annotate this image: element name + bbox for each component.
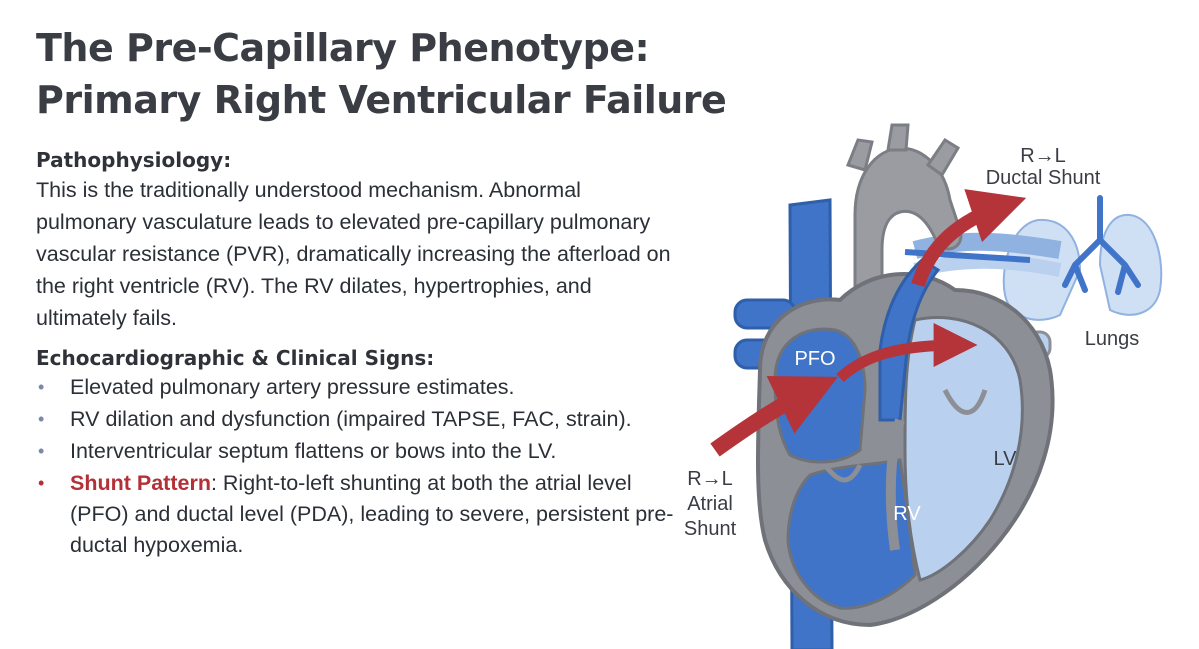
- lungs-label: Lungs: [1085, 328, 1140, 350]
- bullet-icon: •: [38, 409, 45, 429]
- page-title: The Pre-Capillary Phenotype: Primary Rig…: [36, 22, 756, 126]
- sign-item-1: • Elevated pulmonary artery pressure esti…: [36, 372, 676, 403]
- title-line-2: Primary Right Ventricular Failure: [36, 78, 727, 122]
- rv-label: RV: [893, 503, 921, 525]
- pathophysiology-text: This is the traditionally understood mec…: [36, 178, 671, 330]
- atrial-shunt-label-2: Atrial: [687, 493, 733, 515]
- atrial-shunt-label-3: Shunt: [684, 518, 737, 540]
- sign-text: Interventricular septum flattens or bows…: [70, 439, 557, 463]
- signs-list: • Elevated pulmonary artery pressure esti…: [36, 372, 676, 561]
- text-column: Pathophysiology: This is the traditional…: [36, 146, 676, 562]
- ductal-shunt-arrow: [911, 189, 1027, 288]
- lungs-shape: [1002, 195, 1163, 321]
- bullet-icon: •: [38, 377, 45, 397]
- atrial-shunt-arrow: [710, 375, 839, 457]
- lv-label: LV: [994, 448, 1018, 470]
- sign-item-shunt: • Shunt Pattern: Right-to-left shunting a…: [36, 468, 676, 561]
- aortic-branches: [845, 123, 961, 178]
- sign-item-3: • Interventricular septum flattens or bow…: [36, 436, 676, 467]
- ductal-shunt-label-2: Ductal Shunt: [986, 167, 1101, 189]
- bullet-icon: •: [38, 441, 45, 461]
- sign-text: RV dilation and dysfunction (impaired TA…: [70, 407, 632, 431]
- atrial-shunt-label-1: R→L: [687, 468, 733, 490]
- pfo-label: PFO: [794, 348, 835, 370]
- tricuspid-valve: [823, 463, 863, 483]
- bullet-icon: •: [38, 473, 45, 493]
- title-line-1: The Pre-Capillary Phenotype:: [36, 26, 650, 70]
- lv-chamber: [903, 316, 1024, 582]
- pfo-shunt-arrow: [836, 323, 978, 383]
- signs-heading: Echocardiographic & Clinical Signs:: [36, 346, 435, 370]
- shunt-pattern-text: : Right-to-left shunting at both the atr…: [70, 471, 674, 557]
- shunt-pattern-label: Shunt Pattern: [70, 471, 211, 495]
- mitral-valve: [942, 388, 988, 415]
- heart-diagram: R→L Ductal Shunt Lungs PFO LV RV R→L Atr…: [684, 123, 1163, 649]
- pathophysiology-heading: Pathophysiology:: [36, 148, 232, 172]
- sign-text: Elevated pulmonary artery pressure estim…: [70, 375, 515, 399]
- sign-item-2: • RV dilation and dysfunction (impaired T…: [36, 404, 676, 435]
- interventricular-septum: [885, 418, 905, 551]
- ductal-shunt-label-1: R→L: [1020, 145, 1066, 167]
